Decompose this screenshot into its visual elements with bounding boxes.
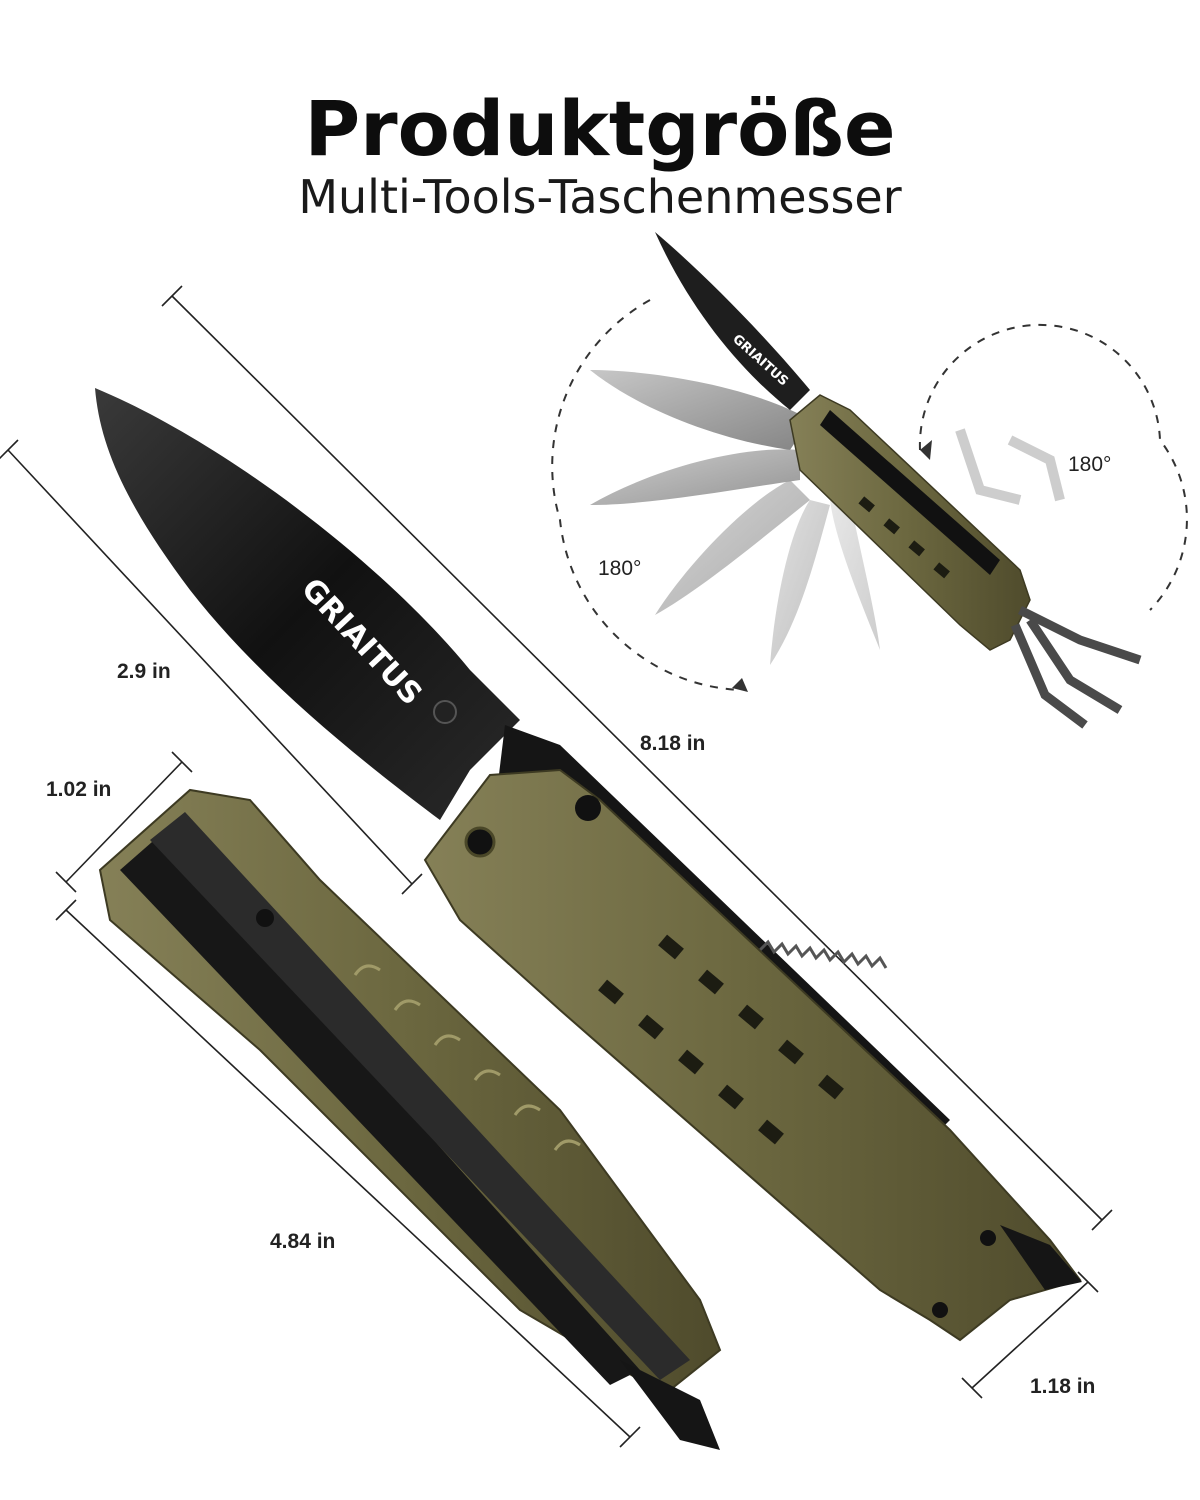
page-title: Produktgröße	[304, 84, 896, 173]
rotation-illustration: GRIAITUS	[551, 232, 1188, 729]
right-rotation-arc	[918, 323, 1188, 611]
closed-length-label: 4.84 in	[270, 1230, 336, 1253]
total-length-label: 8.18 in	[640, 732, 706, 755]
left-rotation-arc	[551, 299, 741, 691]
thickness-label: 1.02 in	[46, 778, 112, 801]
blade-length-line	[7, 449, 413, 885]
dimension-lines	[0, 285, 1113, 1448]
handle-width-line	[971, 1281, 1089, 1389]
total-length-line	[171, 295, 1103, 1221]
left-angle-label: 180°	[598, 557, 642, 580]
closed-tool-tip	[620, 1360, 720, 1450]
handle-width-label: 1.18 in	[1030, 1375, 1096, 1398]
main-blade	[95, 388, 520, 820]
closed-length-line	[65, 909, 631, 1438]
main-knife-open: GRIAITUS	[95, 388, 1082, 1342]
closed-knife	[98, 788, 722, 1450]
thickness-line	[65, 761, 183, 883]
blade-length-label: 2.9 in	[117, 660, 171, 683]
small-handle	[789, 394, 1031, 651]
page-subtitle: Multi-Tools-Taschenmesser	[298, 170, 902, 224]
right-angle-label: 180°	[1068, 453, 1112, 476]
